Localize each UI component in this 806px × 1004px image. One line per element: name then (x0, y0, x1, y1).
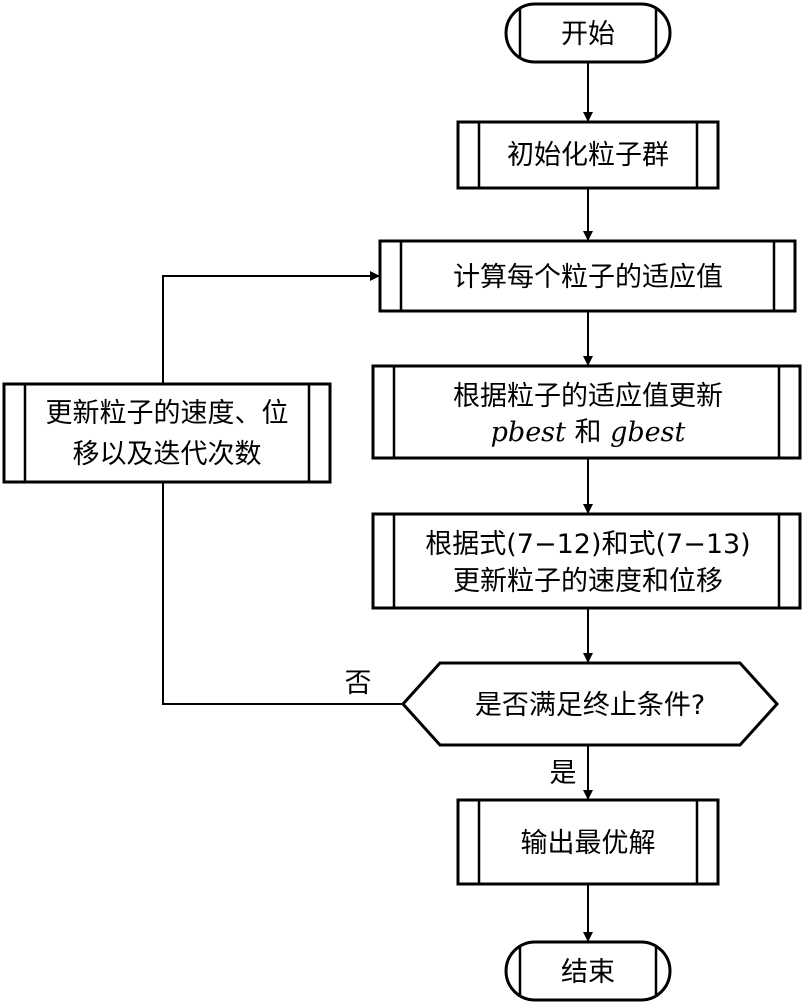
loop-line2: 移以及迭代次数 (73, 439, 262, 470)
yes-label: 是 (550, 758, 577, 789)
termination-decision: 是否满足终止条件? (400, 661, 780, 747)
edge-decision-no-to-loop (162, 482, 403, 705)
loop-line1: 更新粒子的速度、位 (46, 398, 289, 429)
update-best-process: 根据粒子的适应值更新 pbest 和 gbest (371, 364, 802, 460)
update-best-line2: pbest 和 gbest (491, 417, 686, 448)
output-process: 输出最优解 (456, 798, 720, 886)
decision-label: 是否满足终止条件? (475, 690, 705, 721)
update-velocity-line2: 更新粒子的速度和位移 (453, 566, 723, 597)
pbest-term: pbest (491, 417, 566, 448)
no-label: 否 (345, 668, 372, 699)
and-word: 和 (566, 417, 610, 448)
loop-update-process: 更新粒子的速度、位 移以及迭代次数 (2, 382, 332, 484)
init-process: 初始化粒子群 (456, 120, 720, 190)
update-best-line1: 根据粒子的适应值更新 (453, 381, 723, 412)
output-label: 输出最优解 (521, 828, 656, 859)
gbest-term: gbest (610, 417, 685, 448)
end-terminal: 结束 (504, 940, 672, 1002)
start-terminal: 开始 (504, 2, 672, 64)
fitness-process: 计算每个粒子的适应值 (378, 239, 797, 313)
edge-loop-to-fitness (162, 271, 380, 384)
fitness-label: 计算每个粒子的适应值 (453, 262, 723, 293)
update-velocity-line1: 根据式(7−12)和式(7−13) (425, 529, 750, 560)
update-velocity-process: 根据式(7−12)和式(7−13) 更新粒子的速度和位移 (371, 512, 802, 610)
start-label: 开始 (561, 19, 615, 50)
init-label: 初始化粒子群 (507, 140, 669, 171)
end-label: 结束 (561, 957, 615, 988)
